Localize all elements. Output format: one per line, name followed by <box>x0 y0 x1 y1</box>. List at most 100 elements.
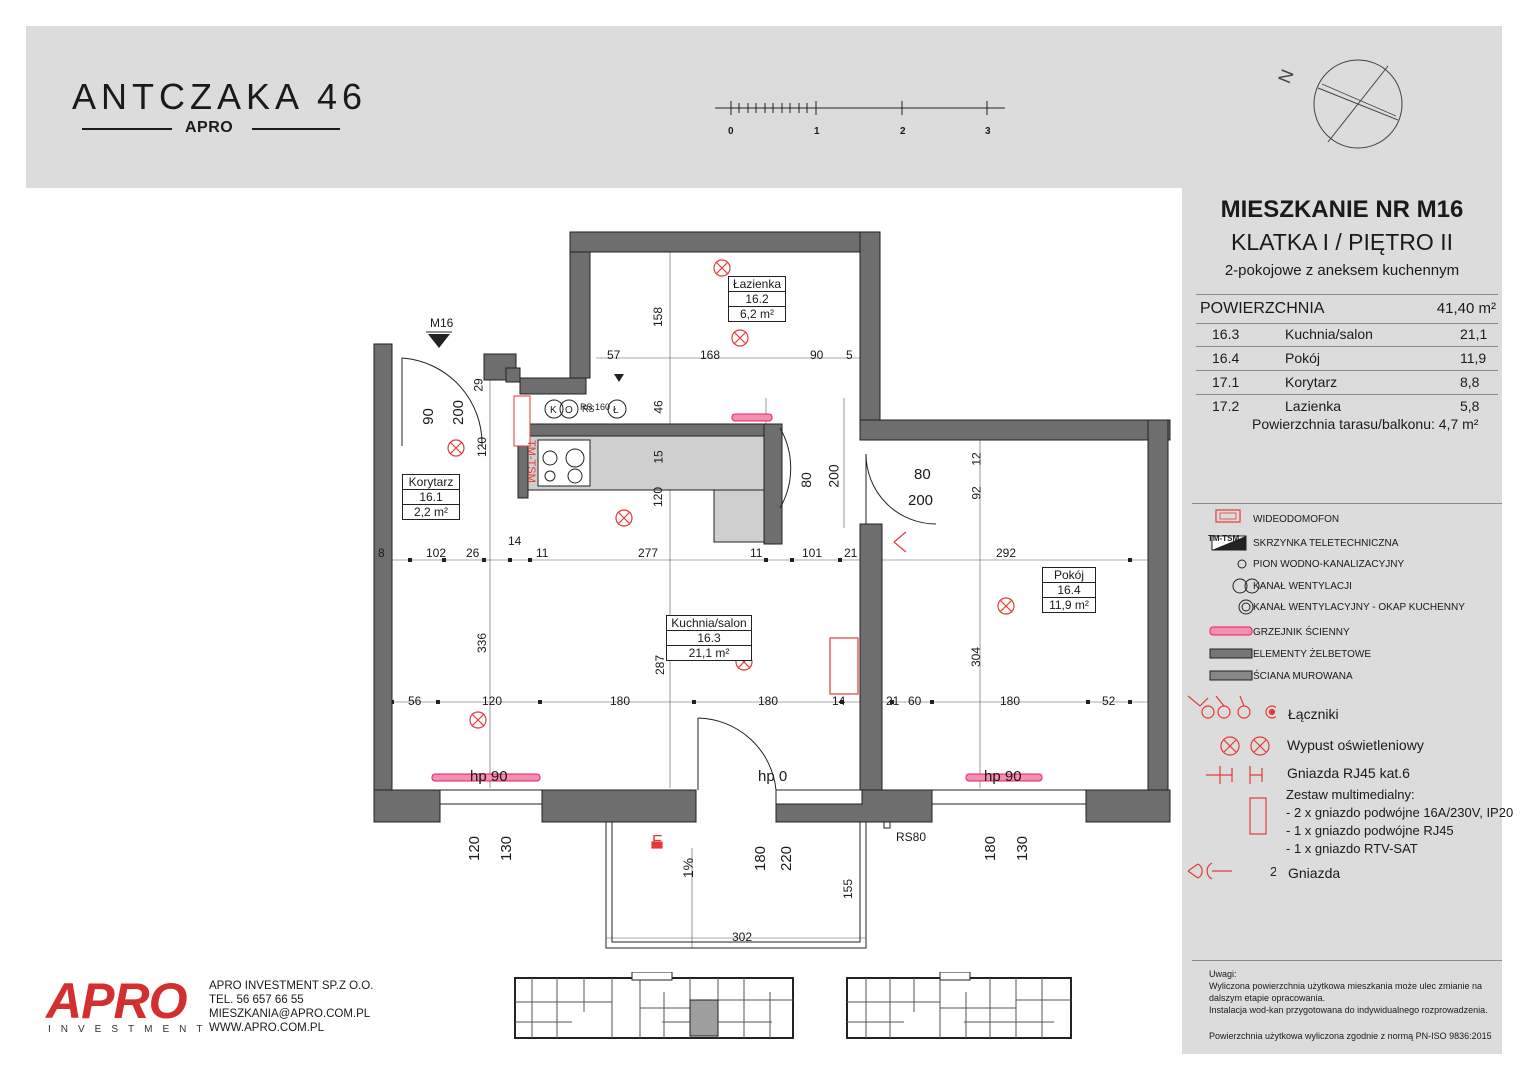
dim-label: 168 <box>700 348 721 362</box>
dim-label: 21 <box>886 694 900 708</box>
notes-line: dalszym etapie opracowania. <box>1209 993 1326 1003</box>
area-header-row: POWIERZCHNIA 41,40 m² <box>1196 294 1498 324</box>
dim-label: 90 <box>810 348 824 362</box>
svg-text:E: E <box>652 833 663 850</box>
area-row: 17.2 Lazienka 5,8 <box>1196 394 1498 418</box>
notes-norm: Powierzchnia użytkowa wyliczona zgodnie … <box>1209 1031 1492 1041</box>
balcony-slope: 1% <box>680 857 697 879</box>
dim-label: 302 <box>732 930 753 944</box>
legend-gniazda: Gniazda <box>1288 865 1341 881</box>
dim-label: 12 <box>969 452 984 466</box>
company-name: APRO INVESTMENT SP.Z O.O. <box>209 980 374 992</box>
scale-label-2: 2 <box>900 126 906 137</box>
room-name: Lazienka <box>1285 398 1342 414</box>
dim-label: 277 <box>638 546 659 560</box>
room-area: 11,9 <box>1460 350 1487 366</box>
company-email[interactable]: MIESZKANIA@APRO.COM.PL <box>209 1008 371 1020</box>
legend-icons: 2 <box>1187 509 1276 880</box>
dim-label: 60 <box>908 694 922 708</box>
room-name: Korytarz <box>1285 374 1338 390</box>
dim-label: 180 <box>982 835 1000 862</box>
dim-label: 101 <box>802 546 823 560</box>
dim-label: 304 <box>969 646 984 668</box>
room-id: 17.2 <box>1212 398 1240 414</box>
dim-label: 120 <box>651 486 666 508</box>
company-logo: APRO <box>46 973 187 1029</box>
company-tel: TEL. 56 657 66 55 <box>209 994 304 1006</box>
legend-rj45: Gniazda RJ45 kat.6 <box>1287 765 1410 781</box>
legend-zestaw-item: - 1 x gniazdo RTV-SAT <box>1286 841 1418 856</box>
notes-title: Uwagi: <box>1209 969 1237 979</box>
dim-label: 80 <box>914 466 931 483</box>
dim-label: 336 <box>475 632 490 654</box>
dim-label: 287 <box>653 654 668 676</box>
room-name: Kuchnia/salon <box>667 616 751 631</box>
company-web[interactable]: WWW.APRO.COM.PL <box>209 1022 324 1034</box>
room-id: 16.1 <box>403 490 459 505</box>
dim-label: 56 <box>408 694 422 708</box>
svg-text:O: O <box>565 405 573 416</box>
project-brand: APRO <box>185 119 234 136</box>
room-area: 5,8 <box>1460 398 1480 414</box>
key-plan-ground <box>514 972 794 1039</box>
dim-label: 5 <box>846 348 853 362</box>
window-height-left: hp 90 <box>470 768 508 785</box>
header-band <box>26 26 1502 188</box>
dim-label: 21 <box>844 546 858 560</box>
legend-wideodomofon: WIDEODOMOFON <box>1253 514 1340 525</box>
area-value: 41,40 m² <box>1436 300 1496 317</box>
wall <box>859 523 883 793</box>
dim-label: 29 <box>471 378 486 392</box>
room-name: Kuchnia/salon <box>1285 326 1373 342</box>
logo-rule-left <box>82 128 172 130</box>
legend-kanal: KANAŁ WENTYLACJI <box>1253 581 1352 592</box>
dim-label: 57 <box>607 348 621 362</box>
dim-label: 180 <box>752 845 770 872</box>
radiator <box>965 773 1043 782</box>
dim-label: 180 <box>758 694 779 708</box>
stair-floor: KLATKA I / PIĘTRO II <box>1231 229 1453 255</box>
dim-label: 102 <box>426 546 447 560</box>
dim-label: 14 <box>832 694 846 708</box>
dim-label: 120 <box>482 694 503 708</box>
window-height-right: hp 90 <box>984 768 1022 785</box>
dim-label: 130 <box>1014 835 1032 862</box>
balcony-outline <box>605 822 867 949</box>
legend-zestaw: Zestaw multimedialny: <box>1286 787 1415 802</box>
dim-label: 200 <box>450 399 468 426</box>
room-name: Pokój <box>1285 350 1321 366</box>
kitchen-counter-end <box>713 489 765 543</box>
room-label-pokoj: Pokój 16.4 11,9 m² <box>1042 567 1096 613</box>
svg-text:K: K <box>550 405 557 416</box>
svg-text:Ł: Ł <box>613 405 619 416</box>
wall <box>373 343 393 815</box>
svg-text:TM-TSM: TM-TSM <box>525 440 537 483</box>
wall <box>763 423 783 545</box>
logo-rule-right <box>252 128 340 130</box>
legend-grzejnik: GRZEJNIK ŚCIENNY <box>1253 627 1350 638</box>
apartment-type: 2-pokojowe z aneksem kuchennym <box>1224 262 1460 279</box>
dim-label: 155 <box>841 878 856 900</box>
north-arrow-icon <box>1313 59 1403 149</box>
legend-wypust: Wypust oświetleniowy <box>1287 737 1424 753</box>
scale-label-1: 1 <box>814 126 820 137</box>
dim-label: 8 <box>378 546 385 560</box>
wall <box>505 367 521 383</box>
wall <box>519 377 587 395</box>
dim-label: 292 <box>996 546 1017 560</box>
dim-label: 11 <box>536 546 549 560</box>
legend-skrzynka: SKRZYNKA TELETECHNICZNA <box>1253 538 1399 549</box>
window <box>931 789 1087 805</box>
dim-label: 200 <box>908 492 934 509</box>
room-area: 2,2 m² <box>413 505 448 519</box>
legend-zestaw-item: - 1 x gniazdo podwójne RJ45 <box>1286 823 1454 838</box>
legend-laczniki: Łączniki <box>1288 706 1339 722</box>
rs160-label: RS 160 <box>580 402 611 412</box>
balcony-door <box>697 717 777 791</box>
room-area: 6,2 m² <box>739 307 774 321</box>
wall <box>519 423 781 437</box>
notes-divider <box>1192 960 1502 961</box>
notes-line: Wyliczona powierzchnia użytkowa mieszkan… <box>1209 981 1483 991</box>
legend-zestaw-item: - 2 x gniazdo podwójne 16A/230V, IP20 <box>1286 805 1514 820</box>
dim-label: 11 <box>750 546 763 560</box>
